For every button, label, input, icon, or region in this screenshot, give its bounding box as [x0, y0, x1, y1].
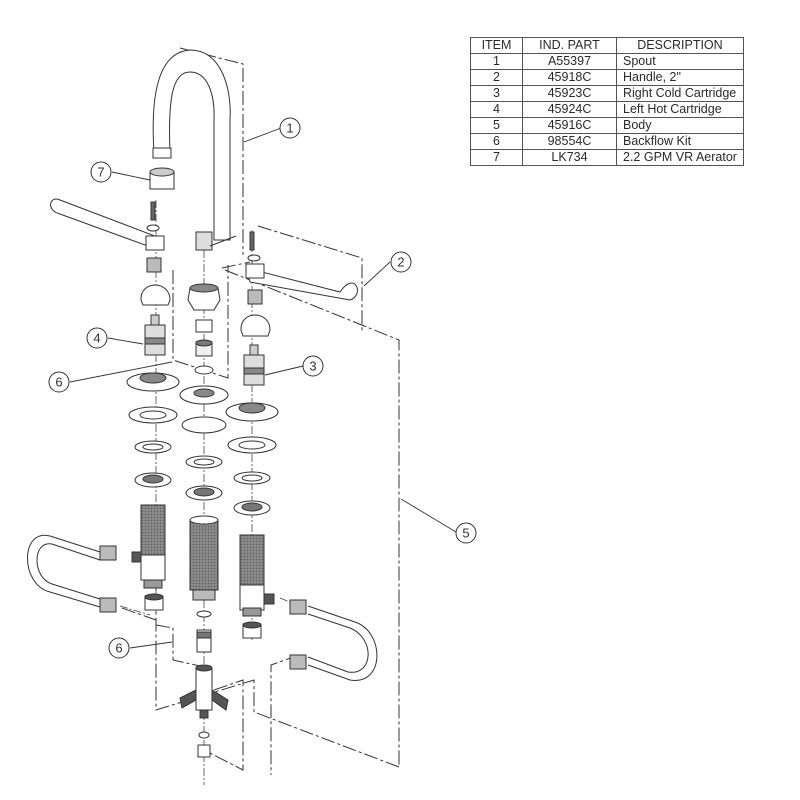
- header-ind-part: IND. PART: [522, 37, 617, 54]
- item-number: 3: [470, 85, 523, 102]
- callout-4-label: 4: [93, 331, 100, 346]
- callout-5-label: 5: [462, 526, 469, 541]
- callout-3-label: 3: [309, 359, 316, 374]
- callout-4: 4: [86, 327, 108, 349]
- table-row: 7 LK734 2.2 GPM VR Aerator: [470, 149, 744, 166]
- item-number: 2: [470, 69, 523, 86]
- parts-table-header: ITEM IND. PART DESCRIPTION: [470, 37, 744, 54]
- center-stack: [179, 283, 229, 758]
- callout-7-label: 7: [97, 165, 104, 180]
- part-number: A55397: [522, 53, 617, 70]
- parts-table: ITEM IND. PART DESCRIPTION 1 A55397 Spou…: [470, 37, 744, 166]
- part-description: Handle, 2": [616, 69, 744, 86]
- aerator: [149, 167, 175, 190]
- part-number: 45918C: [522, 69, 617, 86]
- item-number: 1: [470, 53, 523, 70]
- part-description: 2.2 GPM VR Aerator: [616, 149, 744, 166]
- leader-lines: [69, 127, 457, 649]
- part-description: Left Hot Cartridge: [616, 101, 744, 118]
- item-number: 5: [470, 117, 523, 134]
- callout-6-upper-label: 6: [55, 375, 62, 390]
- supply-hoses: [27, 534, 378, 681]
- table-row: 4 45924C Left Hot Cartridge: [470, 101, 744, 118]
- callout-2-label: 2: [397, 255, 404, 270]
- table-row: 5 45916C Body: [470, 117, 744, 134]
- item-number: 7: [470, 149, 523, 166]
- left-body-stack: [126, 372, 180, 611]
- callout-7: 7: [90, 161, 112, 183]
- callout-6-upper: 6: [48, 371, 70, 393]
- table-row: 6 98554C Backflow Kit: [470, 133, 744, 150]
- part-number: 45916C: [522, 117, 617, 134]
- part-description: Spout: [616, 53, 744, 70]
- part-description: Backflow Kit: [616, 133, 744, 150]
- header-item: ITEM: [470, 37, 523, 54]
- header-description: DESCRIPTION: [616, 37, 744, 54]
- part-number: 45924C: [522, 101, 617, 118]
- table-row: 2 45918C Handle, 2": [470, 69, 744, 86]
- part-description: Right Cold Cartridge: [616, 85, 744, 102]
- callout-2: 2: [390, 251, 412, 273]
- table-row: 3 45923C Right Cold Cartridge: [470, 85, 744, 102]
- item-number: 6: [470, 133, 523, 150]
- part-number: 98554C: [522, 133, 617, 150]
- part-number: LK734: [522, 149, 617, 166]
- right-handle-assembly: [240, 231, 358, 386]
- callout-5: 5: [455, 522, 477, 544]
- spout: [152, 49, 237, 251]
- callout-1-label: 1: [286, 121, 293, 136]
- callout-6-lower: 6: [108, 637, 130, 659]
- item-number: 4: [470, 101, 523, 118]
- table-row: 1 A55397 Spout: [470, 53, 744, 70]
- right-body-stack: [225, 402, 279, 639]
- part-number: 45923C: [522, 85, 617, 102]
- part-description: Body: [616, 117, 744, 134]
- callout-1: 1: [279, 117, 301, 139]
- callout-6-lower-label: 6: [115, 641, 122, 656]
- callout-3: 3: [302, 355, 324, 377]
- left-handle-assembly: [50, 198, 171, 356]
